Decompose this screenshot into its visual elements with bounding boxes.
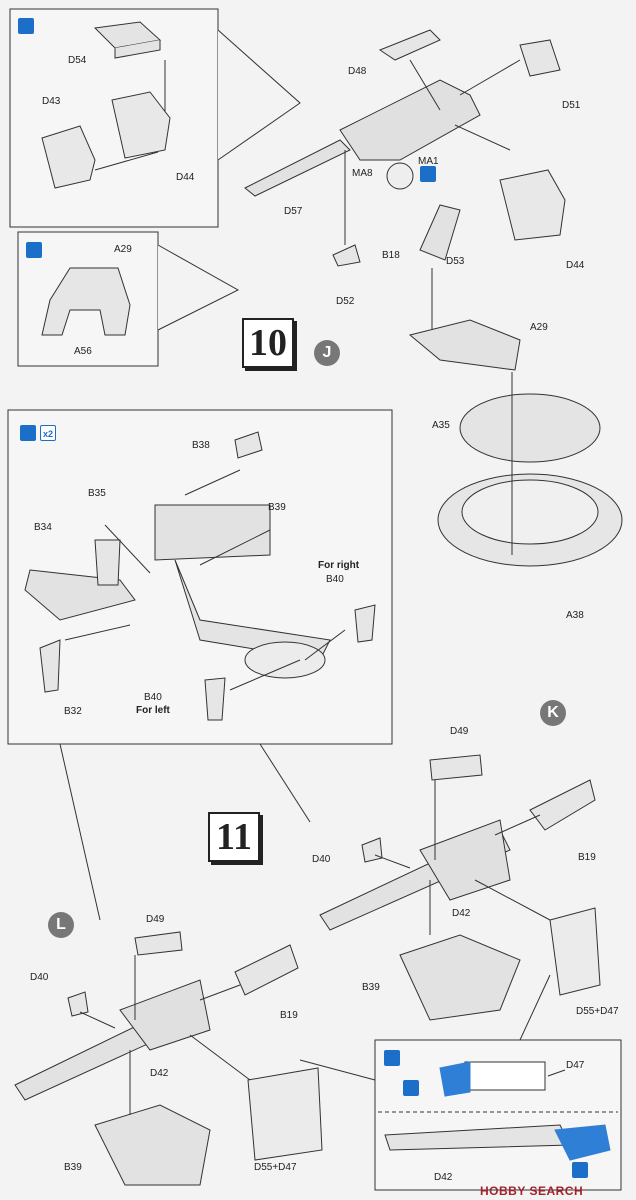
label-l-d40: D40	[30, 972, 49, 983]
label-b40-right: B40	[326, 574, 344, 585]
label-l-b39: B39	[64, 1162, 82, 1173]
label-d44-inset: D44	[176, 172, 195, 183]
label-a29: A29	[530, 322, 548, 333]
label-d52: D52	[336, 296, 355, 307]
label-b35: B35	[88, 488, 106, 499]
label-a29-inset: A29	[114, 244, 132, 255]
watermark-text: HOBBY SEARCH	[480, 1184, 584, 1198]
label-l-b19: B19	[280, 1010, 298, 1021]
label-b40-left: B40	[144, 692, 162, 703]
badge-k: K	[540, 700, 566, 726]
label-k-b39: B39	[362, 982, 380, 993]
badge-l: L	[48, 912, 74, 938]
label-b18: B18	[382, 250, 400, 261]
label-b34: B34	[34, 522, 52, 533]
label-for-left: For left	[136, 705, 170, 716]
paint-icon	[403, 1080, 419, 1096]
label-k-d42: D42	[452, 908, 471, 919]
label-b39-inset: B39	[268, 502, 286, 513]
label-d43: D43	[42, 96, 61, 107]
label-ma1: MA1	[418, 156, 439, 167]
flip-arrow-icon	[420, 166, 436, 182]
label-a35: A35	[432, 420, 450, 431]
label-l-d55-d47: D55+D47	[254, 1162, 297, 1173]
label-for-right: For right	[318, 560, 360, 571]
label-d57: D57	[284, 206, 303, 217]
label-b38: B38	[192, 440, 210, 451]
label-d54: D54	[68, 55, 87, 66]
step-number-11: 11	[208, 812, 260, 862]
label-inset-d42: D42	[434, 1172, 453, 1183]
label-d44: D44	[566, 260, 585, 271]
label-k-d40: D40	[312, 854, 331, 865]
label-d51: D51	[562, 100, 581, 111]
badge-j: J	[314, 340, 340, 366]
step-number-10: 10	[242, 318, 294, 368]
label-l-d49: D49	[146, 914, 165, 925]
glue-icon	[20, 425, 36, 441]
paint-icon	[572, 1162, 588, 1178]
label-b32: B32	[64, 706, 82, 717]
glue-icon	[18, 18, 34, 34]
label-a56: A56	[74, 346, 92, 357]
label-a38: A38	[566, 610, 584, 621]
quantity-x2-icon: x2	[40, 425, 56, 441]
watermark-brand: HOBBY SEARCH	[480, 1184, 583, 1198]
label-k-d49: D49	[450, 726, 469, 737]
label-d48: D48	[348, 66, 367, 77]
label-d53: D53	[446, 256, 465, 267]
glue-icon	[26, 242, 42, 258]
label-k-b19: B19	[578, 852, 596, 863]
label-inset-d47: D47	[566, 1060, 585, 1071]
label-ma8: MA8	[352, 168, 373, 179]
label-l-d42: D42	[150, 1068, 169, 1079]
label-k-d55-d47: D55+D47	[576, 1006, 619, 1017]
glue-icon	[384, 1050, 400, 1066]
